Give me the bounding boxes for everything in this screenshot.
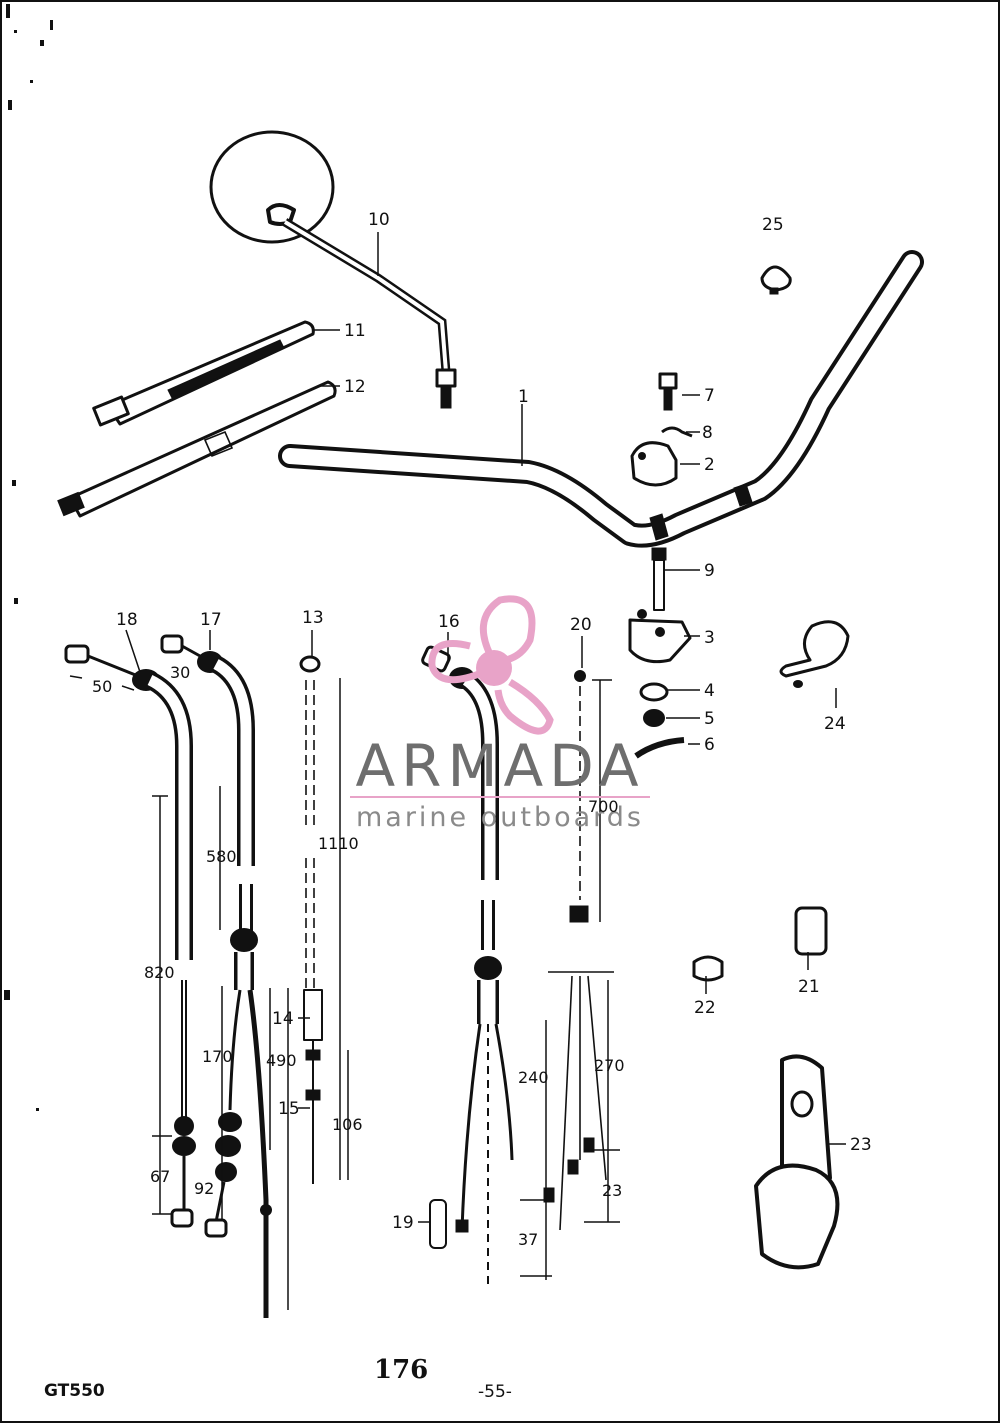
dimension-700: 700 bbox=[588, 797, 619, 816]
mirror-part-10 bbox=[209, 130, 457, 409]
watermark: ARMADA marine outboards bbox=[350, 595, 650, 833]
callout-7: 7 bbox=[704, 386, 715, 406]
washer-part-4 bbox=[639, 682, 669, 702]
callout-14: 14 bbox=[272, 1009, 294, 1029]
callout-2: 2 bbox=[704, 455, 715, 475]
callout-11: 11 bbox=[344, 321, 366, 341]
dimension-1110: 1110 bbox=[318, 834, 359, 853]
stud-part-9 bbox=[651, 547, 667, 611]
callout-12: 12 bbox=[344, 377, 366, 397]
clip-part-21 bbox=[794, 906, 828, 956]
dimension-23: 23 bbox=[602, 1181, 622, 1200]
handlebar-part-1 bbox=[278, 250, 924, 548]
dimension-820: 820 bbox=[144, 963, 175, 982]
callout-10: 10 bbox=[368, 210, 390, 230]
callout-18: 18 bbox=[116, 610, 138, 630]
watermark-tagline: marine outboards bbox=[356, 802, 644, 833]
dimension-240: 240 bbox=[518, 1068, 549, 1087]
callout-24: 24 bbox=[824, 714, 846, 734]
dimension-30: 30 bbox=[170, 663, 190, 682]
grip-part-12 bbox=[57, 380, 337, 518]
bracket-part-23 bbox=[754, 1054, 840, 1270]
cable-part-18 bbox=[64, 644, 196, 1228]
plug-part-25 bbox=[760, 265, 792, 295]
dimension-labels: 50 30 580 820 170 490 1110 106 67 92 700… bbox=[92, 663, 625, 1249]
cable-part-13 bbox=[299, 655, 323, 1184]
clip-part-22 bbox=[692, 955, 724, 982]
callout-1: 1 bbox=[518, 387, 529, 407]
callout-25: 25 bbox=[762, 215, 784, 235]
propeller-icon bbox=[428, 595, 554, 735]
callout-21: 21 bbox=[798, 977, 820, 997]
lead-part-6 bbox=[634, 737, 685, 759]
bolt-part-7 bbox=[658, 372, 678, 411]
dimension-580: 580 bbox=[206, 847, 237, 866]
callout-20: 20 bbox=[570, 615, 592, 635]
footer: GT550 176 -55- bbox=[44, 1355, 512, 1402]
callout-16: 16 bbox=[438, 612, 460, 632]
cable-part-20 bbox=[543, 670, 607, 1231]
grip-part-11 bbox=[92, 320, 315, 427]
callout-19: 19 bbox=[392, 1213, 414, 1233]
callout-8: 8 bbox=[702, 423, 713, 443]
page-number: 176 bbox=[374, 1355, 428, 1385]
dimension-50: 50 bbox=[92, 677, 112, 696]
model-code: GT550 bbox=[44, 1381, 105, 1401]
callout-23: 23 bbox=[850, 1135, 872, 1155]
clamp-part-24 bbox=[779, 620, 850, 688]
dimension-490: 490 bbox=[266, 1051, 297, 1070]
dimension-37: 37 bbox=[518, 1230, 538, 1249]
nut-part-5 bbox=[643, 709, 665, 727]
callout-22: 22 bbox=[694, 998, 716, 1018]
dimension-270: 270 bbox=[594, 1056, 625, 1075]
holder-lower-part-3 bbox=[628, 609, 692, 664]
cable-part-16 bbox=[421, 645, 514, 1284]
callout-4: 4 bbox=[704, 681, 715, 701]
dimension-170: 170 bbox=[202, 1047, 233, 1066]
callout-13: 13 bbox=[302, 608, 324, 628]
callout-6: 6 bbox=[704, 735, 715, 755]
callout-labels: 1 2 3 4 5 6 7 8 9 10 11 12 13 14 15 16 1… bbox=[116, 210, 872, 1233]
leader-lines bbox=[125, 232, 846, 1223]
washer-part-8 bbox=[661, 426, 693, 438]
dimension-92: 92 bbox=[194, 1179, 214, 1198]
callout-9: 9 bbox=[704, 561, 715, 581]
scan-artifacts bbox=[4, 4, 53, 1111]
callout-5: 5 bbox=[704, 709, 715, 729]
callout-17: 17 bbox=[200, 610, 222, 630]
callout-3: 3 bbox=[704, 628, 715, 648]
callout-15: 15 bbox=[278, 1099, 300, 1119]
dimension-lines bbox=[69, 675, 620, 1310]
dimension-67: 67 bbox=[150, 1167, 170, 1186]
holder-upper-part-2 bbox=[630, 441, 678, 487]
sub-page-number: -55- bbox=[478, 1382, 512, 1402]
dimension-106: 106 bbox=[332, 1115, 363, 1134]
watermark-brand: ARMADA bbox=[355, 732, 644, 800]
